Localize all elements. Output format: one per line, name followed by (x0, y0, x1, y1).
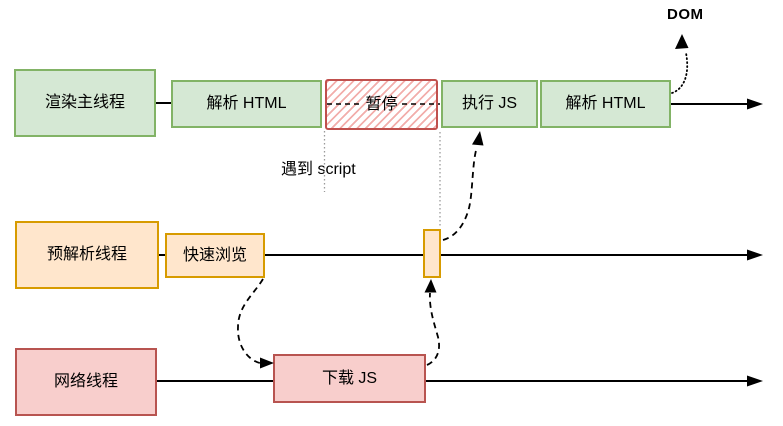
task-parse-html-2-text: 解析 HTML (565, 95, 646, 112)
task-parse-html-1: 解析 HTML (171, 80, 322, 128)
label-dom-output: DOM (667, 6, 704, 23)
arrow-download-to-marker (426, 292, 440, 366)
arrow-quickscan-to-download-head-icon (260, 357, 274, 369)
lane-label-render-main-thread: 渲染主线程 (14, 69, 156, 137)
arrow-marker-to-executejs-head-icon (472, 131, 484, 146)
task-pause-text: 暂停 (365, 95, 398, 113)
task-preparse-marker (423, 229, 441, 278)
task-execute-js: 执行 JS (441, 80, 538, 128)
task-parse-html-1-text: 解析 HTML (206, 95, 287, 112)
task-parse-html-2: 解析 HTML (540, 80, 671, 128)
render-timeline-arrowhead-icon (747, 98, 763, 110)
task-download-js: 下载 JS (273, 354, 426, 403)
arrow-quickscan-to-download (237, 278, 264, 364)
lane-label-preparse-thread-text: 预解析线程 (46, 246, 127, 263)
preparse-timeline-arrowhead-icon (747, 249, 763, 261)
lane-label-network-thread: 网络线程 (15, 348, 157, 416)
lane-label-preparse-thread: 预解析线程 (15, 221, 159, 289)
arrow-parsehtml-to-dom-head-icon (675, 34, 689, 49)
task-execute-js-text: 执行 JS (461, 95, 518, 112)
task-pause: 暂停 (325, 79, 438, 130)
arrow-parsehtml-to-dom (671, 52, 689, 94)
lane-label-network-thread-text: 网络线程 (53, 373, 118, 390)
task-quick-scan: 快速浏览 (165, 233, 265, 278)
arrow-download-to-marker-head-icon (424, 279, 437, 293)
task-quick-scan-text: 快速浏览 (182, 246, 247, 264)
arrow-marker-to-executejs (442, 146, 478, 241)
lane-label-render-main-thread-text: 渲染主线程 (44, 94, 125, 111)
task-download-js-text: 下载 JS (321, 369, 378, 387)
network-timeline-arrowhead-icon (747, 375, 763, 387)
label-encounter-script: 遇到 script (281, 161, 356, 178)
